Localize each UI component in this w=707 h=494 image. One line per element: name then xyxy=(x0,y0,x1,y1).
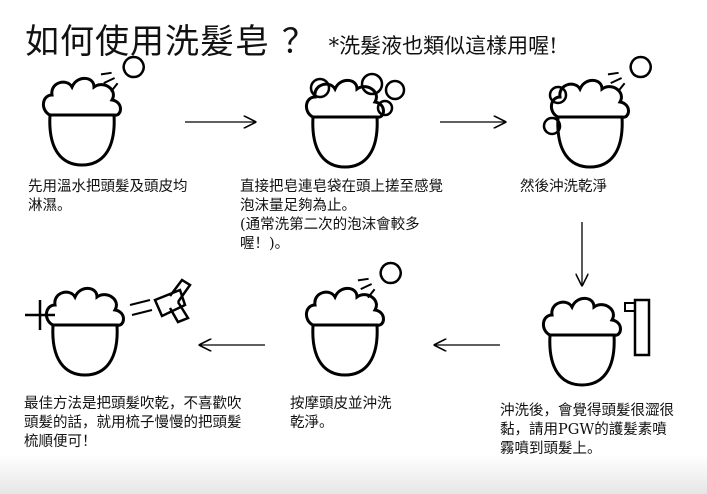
step3-head-rinse-illustration xyxy=(542,51,656,169)
bottom-shade xyxy=(0,455,707,494)
step6-head-dryer-illustration xyxy=(25,278,192,377)
step3-text: 然後沖洗乾淨 xyxy=(520,179,607,195)
flow-arrows xyxy=(185,122,582,345)
step5-text: 按摩頭皮並沖洗乾淨。 xyxy=(290,396,392,431)
step1-head-shower-illustration xyxy=(41,51,149,167)
title-question-mark: ？ xyxy=(281,22,317,62)
step2-text: 直接把皂連皂袋在頭上搓至感覺泡沫量足夠為止。(通常洗第二次的泡沫會較多喔！)。 xyxy=(240,178,455,254)
step2-head-foam-illustration xyxy=(304,72,406,169)
step2-main: 直接把皂連皂袋在頭上搓至感覺泡沫量足夠為止。 xyxy=(240,179,443,214)
step5-head-massage-illustration xyxy=(304,257,406,377)
step6-text: 最佳方法是把頭髮吹乾，不喜歡吹頭髮的話，就用梳子慢慢的把頭髮梳順便可！ xyxy=(24,396,242,450)
title-note: *洗髮液也類似這樣用喔! xyxy=(328,34,558,58)
title-main: 如何使用洗髮皂 xyxy=(25,22,270,62)
step4-head-spray-illustration xyxy=(541,296,651,387)
page-title: 如何使用洗髮皂 ？ *洗髮液也類似這樣用喔! xyxy=(25,14,558,63)
step4-text: 沖洗後，會覺得頭髮很澀很黏，請用PGW的護髮素噴霧噴到頭髮上。 xyxy=(500,403,674,457)
step2-note: (通常洗第二次的泡沫會較多喔！)。 xyxy=(240,217,420,252)
step1-text: 先用溫水把頭髮及頭皮均淋濕。 xyxy=(28,179,188,214)
